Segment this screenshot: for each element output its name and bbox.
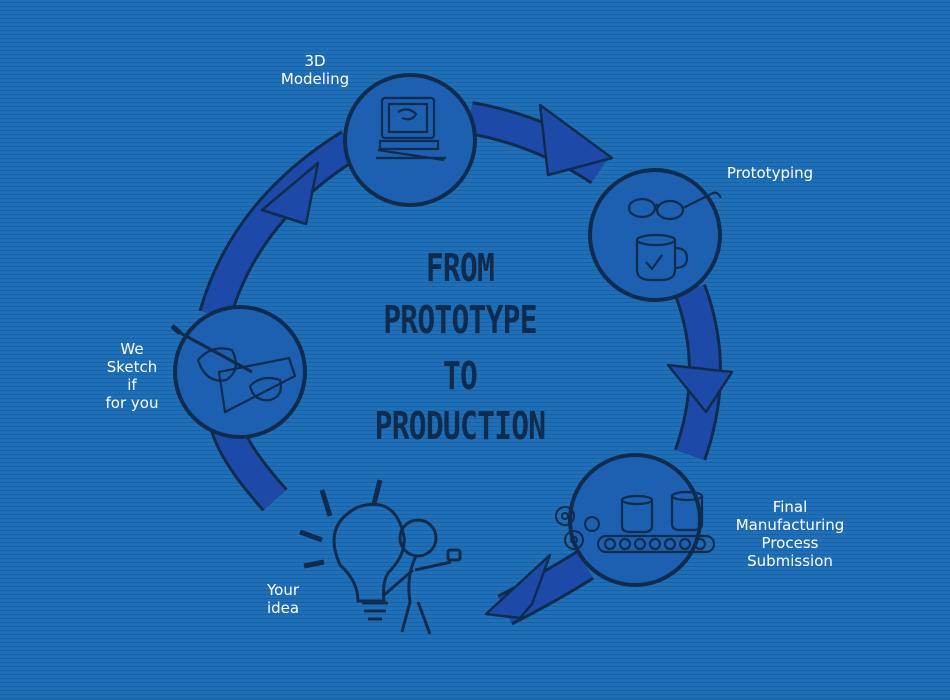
step-label-line: Process — [761, 534, 819, 552]
person-icon — [382, 518, 462, 635]
step-label-line: if — [127, 376, 137, 394]
glasses-icon — [627, 191, 722, 221]
arrow-heads — [260, 103, 734, 620]
step-label-line: We — [120, 340, 144, 358]
circle-final-manufacturing — [568, 453, 702, 587]
sketch-icon — [170, 324, 297, 414]
arrowhead-to-prototyping — [538, 103, 614, 177]
step-label-line: 3D — [304, 52, 326, 70]
arrowhead-to-3d — [260, 161, 320, 226]
title-line-to: TO — [442, 354, 478, 398]
conveyor-icon — [596, 490, 716, 554]
step-label-3d-modeling: 3D Modeling — [262, 52, 368, 88]
step-label-line: Sketch — [106, 358, 158, 376]
step-label-final-manufacturing: Final Manufacturing Process Submission — [718, 498, 862, 570]
step-label-line: Modeling — [280, 70, 350, 88]
step-label-line: Submission — [747, 552, 833, 570]
title-line-prototype: PROTOTYPE — [383, 298, 537, 342]
step-label-line: for you — [105, 394, 159, 412]
gear-icon — [555, 506, 600, 550]
title-line-production: PRODUCTION — [374, 404, 546, 448]
step-label-line: Final — [772, 498, 808, 516]
circle-sketch — [173, 305, 307, 439]
step-label-sketch: We Sketch if for you — [92, 340, 172, 412]
computer-icon — [376, 96, 446, 162]
step-label-line: Prototyping — [726, 164, 814, 182]
step-label-line: Manufacturing — [735, 516, 845, 534]
arrowhead-to-idea — [484, 553, 552, 620]
mug-icon — [635, 233, 689, 282]
lightbulb-icon — [299, 479, 406, 621]
step-label-line: idea — [266, 599, 300, 617]
step-label-line: Your — [266, 581, 300, 599]
title-line-from: FROM — [425, 246, 495, 290]
arrowhead-to-final — [666, 363, 734, 414]
step-label-prototyping: Prototyping — [712, 164, 828, 182]
step-label-your-idea: Your idea — [250, 581, 316, 617]
